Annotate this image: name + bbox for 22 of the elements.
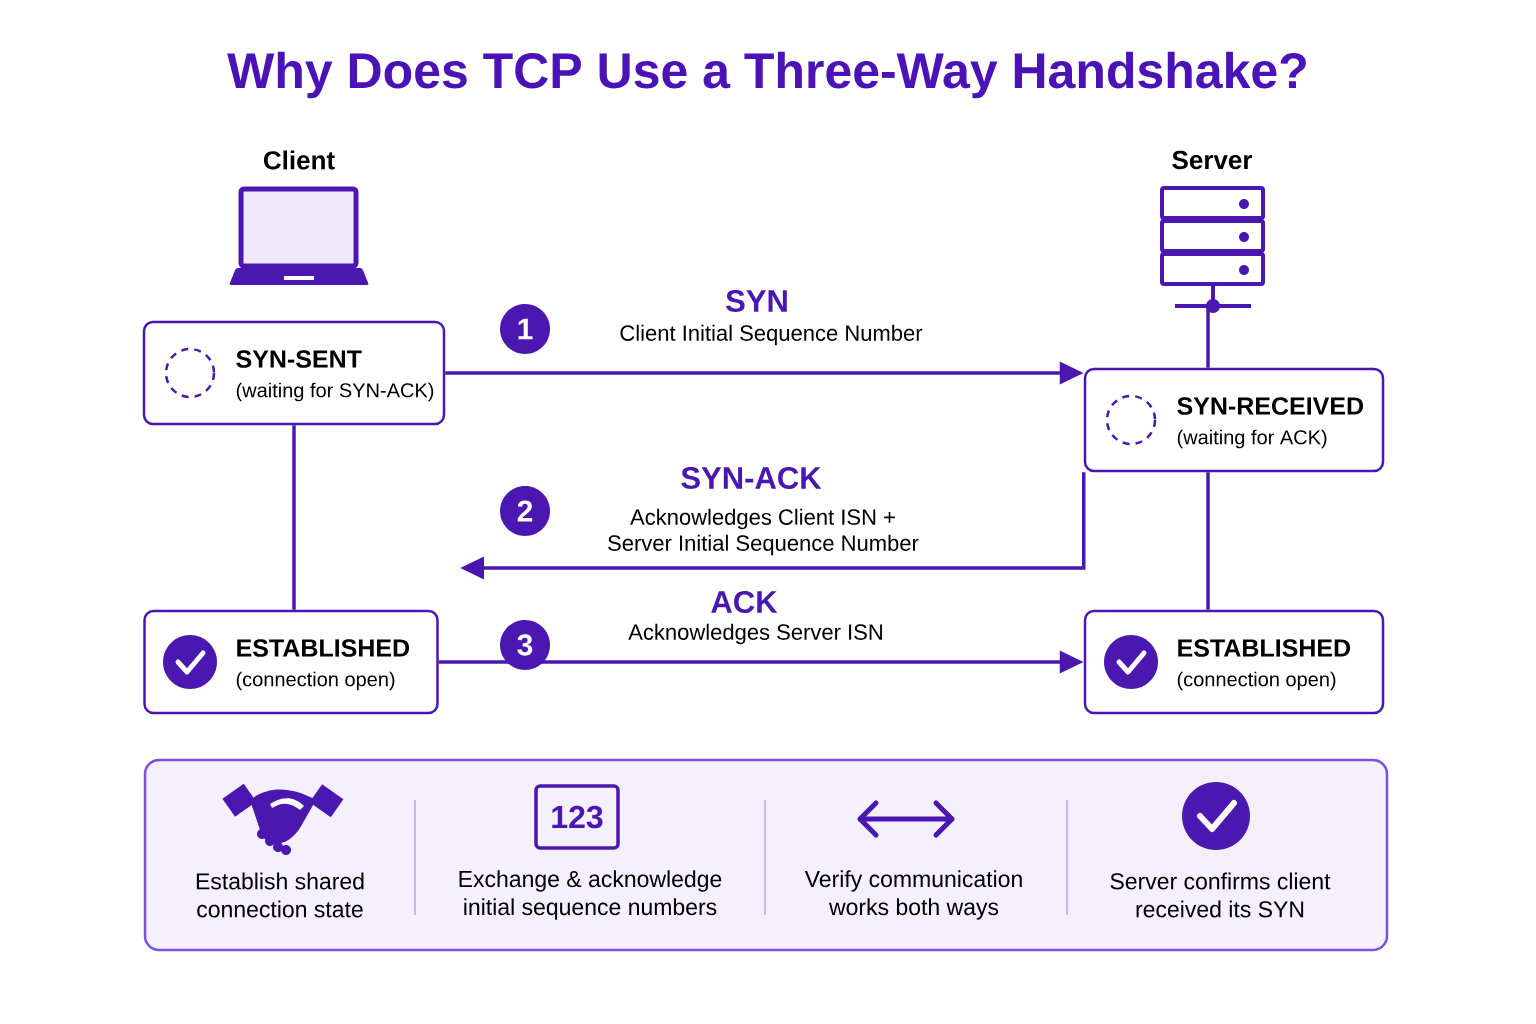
feature-label: Server confirms client received its SYN xyxy=(1110,872,1331,918)
message-description: Acknowledges Server ISN xyxy=(628,623,882,645)
heading: Server xyxy=(1172,150,1253,170)
feature-label: Establish shared connection state xyxy=(196,872,364,918)
step-number: 3 xyxy=(500,620,550,670)
step-number: 1 xyxy=(500,304,550,354)
feature-label: Verify communication works both ways xyxy=(804,870,1022,920)
state-box: ESTABLISHED (connection open) xyxy=(143,609,439,715)
state-box: SYN-RECEIVED (waiting for ACK) xyxy=(1083,367,1385,473)
step-number: 2 xyxy=(500,486,550,536)
feature-label: Exchange & acknowledge initial sequence numbers xyxy=(459,870,722,920)
state-box: SYN-SENT (waiting for SYN-ACK) xyxy=(142,320,446,426)
edge-label: ACK xyxy=(711,591,778,613)
title: Why Does TCP Use a Three-Way Handshake? xyxy=(227,51,1306,99)
message-description: Acknowledges Client ISN + Server Initial Sequence Number xyxy=(608,508,919,556)
number-box: 123 xyxy=(534,784,620,850)
heading: Client xyxy=(263,150,335,170)
edge-label: SYN-ACK xyxy=(681,467,822,489)
edge-label: SYN xyxy=(726,290,787,312)
state-box: ESTABLISHED (connection open) xyxy=(1083,609,1385,715)
summary-panel xyxy=(143,758,1389,952)
message-description: Client Initial Sequence Number xyxy=(620,324,923,346)
